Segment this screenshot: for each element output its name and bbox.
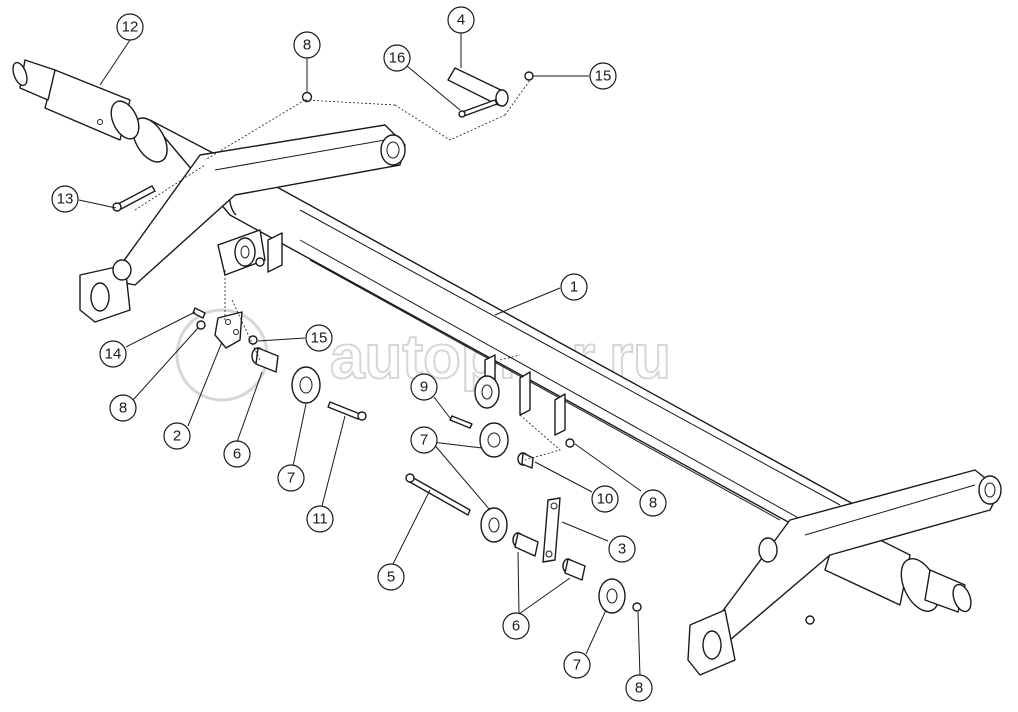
callout-8: 8 <box>293 31 321 59</box>
callout-label: 8 <box>635 680 643 697</box>
callout-8: 8 <box>639 489 667 517</box>
roller-7b <box>479 422 509 458</box>
callout-9: 9 <box>410 373 438 401</box>
callout-label: 10 <box>597 491 614 508</box>
pin-6c <box>562 558 586 581</box>
left-spindle <box>12 59 140 141</box>
left-arm-assembly <box>79 124 406 323</box>
roller-7c <box>480 507 508 543</box>
callout-label: 8 <box>119 400 127 417</box>
callout-15: 15 <box>589 62 617 90</box>
callout-4: 4 <box>447 6 475 34</box>
callout-label: 3 <box>618 541 626 558</box>
bolt-11 <box>327 401 367 421</box>
center-brackets <box>474 354 566 436</box>
callout-8: 8 <box>625 674 653 702</box>
callout-label: 7 <box>420 432 428 449</box>
callout-label: 1 <box>570 279 578 296</box>
callout-label: 5 <box>387 569 395 586</box>
callout-6: 6 <box>223 440 251 468</box>
bolt-9 <box>449 415 473 429</box>
sleeve-pin <box>447 67 509 107</box>
callout-3: 3 <box>608 535 636 563</box>
callout-7: 7 <box>410 426 438 454</box>
callout-1: 1 <box>560 273 588 301</box>
bushing-10 <box>517 452 534 469</box>
callout-label: 15 <box>595 68 612 85</box>
callout-7: 7 <box>277 464 305 492</box>
callout-label: 6 <box>233 446 241 463</box>
callout-12: 12 <box>116 13 144 41</box>
callout-label: 14 <box>105 346 122 363</box>
plate-2 <box>214 311 243 349</box>
callout-label: 6 <box>512 618 520 635</box>
callout-15: 15 <box>305 324 333 352</box>
callout-6: 6 <box>502 612 530 640</box>
callout-label: 16 <box>389 50 406 67</box>
callout-label: 11 <box>312 511 328 528</box>
callout-label: 15 <box>311 330 328 347</box>
link-3 <box>542 497 561 563</box>
pin-6b <box>512 532 539 557</box>
callout-label: 8 <box>303 37 311 54</box>
callout-11: 11 <box>306 505 334 533</box>
nuts <box>196 71 642 612</box>
assembly-lines <box>134 79 561 461</box>
callout-label: 7 <box>573 657 581 674</box>
callout-label: 2 <box>173 428 181 445</box>
callout-8: 8 <box>109 394 137 422</box>
callout-label: 4 <box>457 12 465 29</box>
callout-label: 7 <box>287 470 295 487</box>
callout-5: 5 <box>377 563 405 591</box>
callout-2: 2 <box>163 422 191 450</box>
callout-16: 16 <box>383 44 411 72</box>
screw-14 <box>192 307 206 319</box>
callout-label: 13 <box>57 191 74 208</box>
callout-10: 10 <box>591 485 619 513</box>
callout-label: 12 <box>122 19 139 36</box>
roller-7a <box>291 366 321 404</box>
callout-label: 8 <box>649 495 657 512</box>
pin-6a <box>251 347 279 373</box>
roller-7d <box>598 578 626 614</box>
leader-lines <box>78 32 642 677</box>
right-arm-assembly <box>687 469 1002 676</box>
callout-label: 9 <box>420 379 428 396</box>
small-bolt-16 <box>458 99 498 118</box>
callout-13: 13 <box>51 185 79 213</box>
callout-7: 7 <box>563 651 591 679</box>
long-bolt-13 <box>112 185 156 212</box>
callout-14: 14 <box>99 340 127 368</box>
long-bolt-5 <box>405 473 471 516</box>
